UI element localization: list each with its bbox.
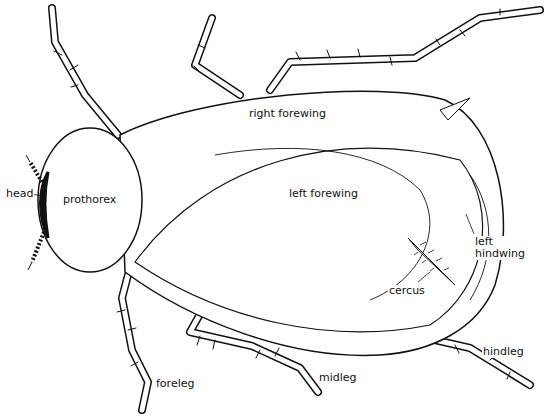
part-label: midleg	[318, 372, 358, 384]
prothorax-outline	[38, 128, 142, 272]
part-label: left forewing	[288, 188, 359, 200]
part-label: foreleg	[155, 378, 195, 390]
antenna	[30, 162, 44, 262]
part-label: prothorex	[62, 194, 117, 206]
wing-vein	[215, 148, 430, 300]
spine	[440, 98, 470, 120]
left-forewing-outline	[135, 148, 483, 332]
leader-line	[418, 272, 430, 282]
part-label: left hindwing	[474, 236, 528, 260]
part-label: cercus	[388, 285, 426, 297]
cercus-symbol	[408, 238, 455, 285]
part-label: right forewing	[248, 108, 327, 120]
antenna-tip	[26, 155, 32, 270]
cercus-segments	[414, 242, 449, 271]
body-outline	[120, 91, 503, 355]
part-label: hindleg	[482, 346, 525, 358]
leader-line	[466, 214, 474, 234]
part-label: head	[5, 188, 34, 200]
